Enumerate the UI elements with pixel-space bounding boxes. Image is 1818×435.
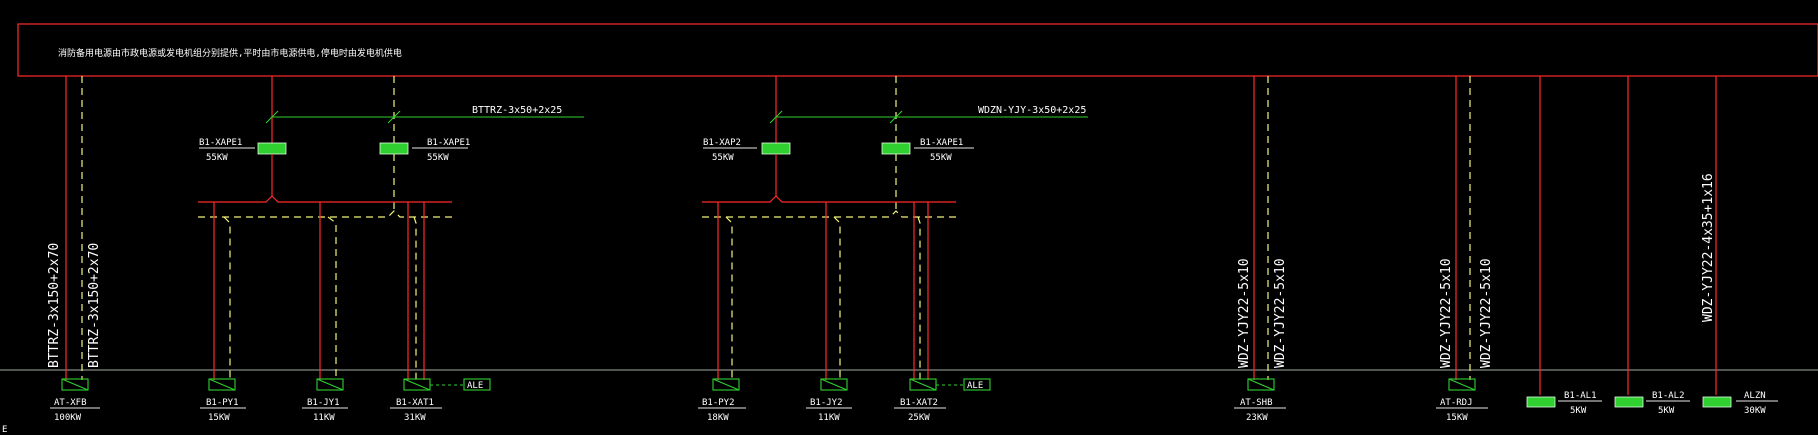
trunk-cable-label: WDZ-YJY22-5x10 xyxy=(1439,258,1454,368)
distribution-box xyxy=(820,378,848,391)
distribution-box-name: B1-JY2 xyxy=(810,398,843,408)
box-diagonal xyxy=(820,378,848,391)
distribution-box-name: B1-PY1 xyxy=(206,398,239,408)
distribution-box-name: B1-XAT2 xyxy=(900,398,938,408)
distribution-box-power: 23KW xyxy=(1246,413,1268,423)
distribution-box-name: ALZN xyxy=(1744,391,1766,401)
distribution-box-power: 5KW xyxy=(1570,406,1587,416)
distribution-box-power: 18KW xyxy=(707,413,729,423)
header-note: 消防备用电源由市政电源或发电机组分别提供,平时由市电源供电,停电时由发电机供电 xyxy=(58,47,402,59)
pump-box-power: 55KW xyxy=(712,153,734,163)
pump-box xyxy=(761,142,791,155)
distribution-bus xyxy=(198,195,452,203)
bus-bar xyxy=(17,23,1818,77)
trunk-cable-label: BTTRZ-3x150+2x70 xyxy=(87,243,102,368)
distribution-box xyxy=(316,378,344,391)
distribution-box-power: 15KW xyxy=(208,413,230,423)
pump-box-name: B1-XAP2 xyxy=(703,138,741,148)
box-diagonal xyxy=(1448,378,1476,391)
branch-tick xyxy=(387,110,401,124)
distribution-box-name: B1-AL1 xyxy=(1564,391,1597,401)
branch-tick xyxy=(265,110,279,124)
distribution-box-power: 31KW xyxy=(404,413,426,423)
box-diagonal xyxy=(1247,378,1275,391)
branch-tick xyxy=(889,110,903,124)
distribution-box-power: 15KW xyxy=(1446,413,1468,423)
pump-box-name: B1-XAPE1 xyxy=(920,138,963,148)
distribution-box xyxy=(712,378,740,391)
distribution-box xyxy=(1448,378,1476,391)
feeder-line xyxy=(327,216,337,380)
corner-mark: E xyxy=(2,425,7,435)
trunk-cable-label: WDZ-YJY22-4x35+1x16 xyxy=(1701,173,1716,322)
pump-box-name: B1-XAPE1 xyxy=(199,138,242,148)
distribution-box-name: AT-SHB xyxy=(1240,398,1273,408)
box-diagonal xyxy=(208,378,236,391)
pump-box-name: B1-XAPE1 xyxy=(427,138,470,148)
ale-tag-box xyxy=(463,378,491,391)
box-diagonal xyxy=(316,378,344,391)
feeder-line xyxy=(833,216,841,380)
distribution-box-name: AT-XFB xyxy=(54,398,87,408)
distribution-box-power: 11KW xyxy=(818,413,840,423)
pump-box xyxy=(257,142,287,155)
distribution-box-name: B1-JY1 xyxy=(307,398,340,408)
feeder-line xyxy=(725,216,733,380)
pump-box xyxy=(881,142,911,155)
branch-cable-label: WDZN-YJY-3x50+2x25 xyxy=(978,105,1086,116)
distribution-box-name: AT-RDJ xyxy=(1440,398,1473,408)
branch-cable-label: BTTRZ-3x50+2x25 xyxy=(472,105,562,116)
distribution-bus xyxy=(702,195,956,203)
ale-tag: ALE xyxy=(467,381,483,391)
distribution-box-name: B1-AL2 xyxy=(1652,391,1685,401)
distribution-box-name: B1-PY2 xyxy=(702,398,735,408)
box-diagonal xyxy=(712,378,740,391)
pump-box-power: 55KW xyxy=(427,153,449,163)
distribution-box xyxy=(1247,378,1275,391)
ale-tag: ALE xyxy=(967,381,983,391)
pump-box-power: 55KW xyxy=(930,153,952,163)
branch-tick xyxy=(769,110,783,124)
distribution-bus-dashed xyxy=(198,210,452,218)
distribution-box xyxy=(1702,396,1732,408)
feeder-line xyxy=(413,216,417,380)
distribution-box-power: 11KW xyxy=(313,413,335,423)
box-diagonal xyxy=(909,378,937,391)
pump-box xyxy=(379,142,409,155)
box-diagonal xyxy=(61,378,89,391)
distribution-box-power: 30KW xyxy=(1744,406,1766,416)
distribution-box-power: 5KW xyxy=(1658,406,1675,416)
pump-box-power: 55KW xyxy=(206,153,228,163)
trunk-cable-label: WDZ-YJY22-5x10 xyxy=(1479,258,1494,368)
feeder-line xyxy=(917,216,921,380)
distribution-box xyxy=(208,378,236,391)
distribution-box xyxy=(1614,396,1644,408)
distribution-box-name: B1-XAT1 xyxy=(396,398,434,408)
distribution-box xyxy=(1526,396,1556,408)
distribution-box xyxy=(61,378,89,391)
feeder-line xyxy=(223,216,231,380)
ale-tag-box xyxy=(963,378,991,391)
distribution-box-power: 100KW xyxy=(54,413,82,423)
trunk-cable-label: WDZ-YJY22-5x10 xyxy=(1273,258,1288,368)
distribution-bus-dashed xyxy=(702,210,956,218)
distribution-box-power: 25KW xyxy=(908,413,930,423)
trunk-cable-label: BTTRZ-3x150+2x70 xyxy=(47,243,62,368)
trunk-cable-label: WDZ-YJY22-5x10 xyxy=(1237,258,1252,368)
box-diagonal xyxy=(403,378,431,391)
